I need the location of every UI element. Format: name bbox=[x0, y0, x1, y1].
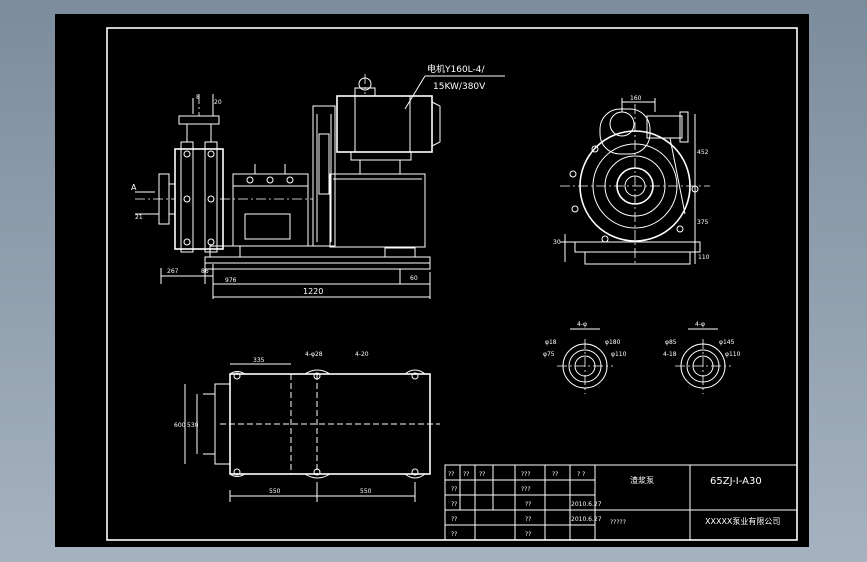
tb-r2-a: ?? bbox=[451, 501, 457, 508]
drawing-frame bbox=[106, 27, 798, 541]
flange-right-l3: 4-18 bbox=[663, 351, 677, 358]
view-letter-a: A bbox=[131, 183, 137, 192]
motor-stand bbox=[329, 173, 426, 248]
dim-front-d7: 1220 bbox=[303, 287, 323, 296]
tb-company: XXXXX泵业有限公司 bbox=[705, 516, 780, 526]
dim-side-d3: 375 bbox=[697, 219, 709, 226]
pump-casing bbox=[174, 148, 224, 250]
flange-right-top: 4-φ bbox=[695, 321, 705, 328]
tb-h2: ?? bbox=[463, 471, 469, 478]
dim-front-d4: 267 bbox=[167, 268, 179, 275]
tb-h5: ?? bbox=[552, 471, 558, 478]
tb-r3-c: 2010.6.27 bbox=[571, 516, 602, 523]
base-view bbox=[184, 363, 440, 502]
dim-base-d3: 4-20 bbox=[355, 351, 369, 358]
dim-base-d5: 550 bbox=[360, 488, 372, 495]
tb-h4: ??? bbox=[521, 471, 531, 478]
motor bbox=[336, 95, 433, 153]
tb-product-name: 渣浆泵 bbox=[630, 475, 654, 485]
tb-note: ????? bbox=[610, 519, 626, 526]
bearing-assembly bbox=[232, 173, 309, 247]
tb-r2-b: ?? bbox=[525, 501, 531, 508]
flange-right-l1: φ85 bbox=[665, 339, 677, 346]
tb-r1-b: ??? bbox=[521, 486, 531, 493]
tb-r4-b: ?? bbox=[525, 531, 531, 538]
flange-left-l3: φ75 bbox=[543, 351, 555, 358]
dim-side-d2: 452 bbox=[697, 149, 709, 156]
tb-h1: ?? bbox=[448, 471, 454, 478]
drawing-sheet[interactable]: 电机Y160L-4/ 15KW/380V 8 20 21 267 86 976 … bbox=[55, 14, 809, 547]
tb-r4-a: ?? bbox=[451, 531, 457, 538]
dim-front-d8: 60 bbox=[410, 275, 418, 282]
side-view bbox=[560, 98, 710, 265]
dim-side-d4: 30 bbox=[553, 239, 561, 246]
flange-right-l4: φ110 bbox=[725, 351, 741, 358]
dim-base-d1: 335 bbox=[253, 357, 265, 364]
dim-front-d6: 976 bbox=[225, 277, 237, 284]
tb-h3: ?? bbox=[479, 471, 485, 478]
dim-side-d5: 110 bbox=[698, 254, 710, 261]
belt-guard bbox=[312, 105, 336, 247]
flange-right-l2: φ145 bbox=[719, 339, 735, 346]
discharge-boss bbox=[599, 108, 651, 155]
title-block bbox=[444, 464, 798, 541]
flange-left-l1: φ18 bbox=[545, 339, 557, 346]
discharge-flange bbox=[178, 115, 220, 125]
dim-base-d2: 4-φ28 bbox=[305, 351, 323, 358]
flange-right bbox=[675, 328, 731, 394]
dim-base-d4: 550 bbox=[269, 488, 281, 495]
tb-r3-a: ?? bbox=[451, 516, 457, 523]
tb-r1-a: ?? bbox=[451, 486, 457, 493]
tb-r2-c: 2010.6.27 bbox=[571, 501, 602, 508]
flange-left-l4: φ110 bbox=[611, 351, 627, 358]
tb-h6: ? ? bbox=[577, 471, 585, 478]
tb-r3-b: ?? bbox=[525, 516, 531, 523]
dim-base-d6: 600 bbox=[174, 422, 186, 429]
tb-model: 65ZJ-I-A30 bbox=[710, 476, 762, 487]
dim-front-d3: 21 bbox=[135, 214, 143, 221]
flange-left bbox=[557, 328, 613, 394]
dim-front-d5: 86 bbox=[201, 268, 209, 275]
front-view bbox=[135, 74, 505, 299]
drawing-canvas: 电机Y160L-4/ 15KW/380V 8 20 21 267 86 976 … bbox=[106, 27, 798, 541]
motor-label-line2: 15KW/380V bbox=[433, 82, 486, 92]
dim-base-d7: 530 bbox=[187, 422, 199, 429]
casing-base bbox=[574, 241, 701, 253]
dim-front-d2: 20 bbox=[214, 99, 222, 106]
dim-front-d1: 8 bbox=[196, 94, 200, 101]
flange-left-top: 4-φ bbox=[577, 321, 587, 328]
flange-left-l2: φ180 bbox=[605, 339, 621, 346]
motor-label-line1: 电机Y160L-4/ bbox=[427, 63, 486, 75]
dim-side-d1: 160 bbox=[630, 95, 642, 102]
